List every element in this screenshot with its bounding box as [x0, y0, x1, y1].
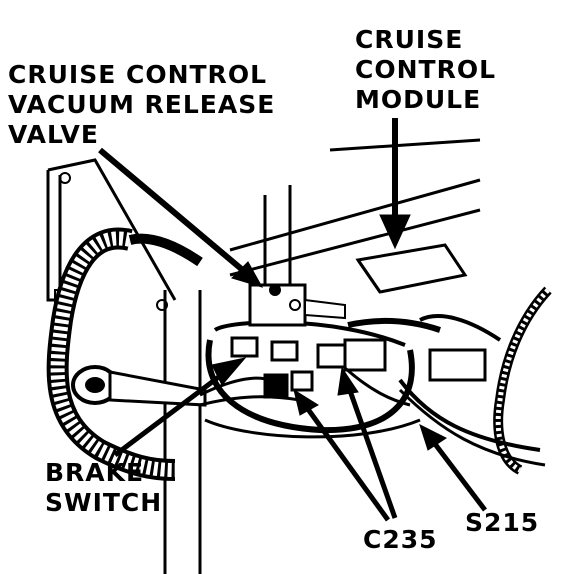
brake-label-line-1: BRAKE	[45, 458, 145, 487]
cruise-module-box	[355, 243, 468, 294]
s215-label-text: S215	[465, 508, 540, 537]
leader-arrows	[98, 118, 487, 522]
dash-structure	[46, 138, 481, 574]
c235-arrowhead-a	[293, 388, 319, 416]
connectors	[230, 336, 387, 399]
c235-arrow-b	[345, 384, 398, 519]
module-label-line-1: CRUISE	[355, 25, 464, 54]
c235-label: C235	[363, 525, 438, 555]
module-arrowhead	[379, 214, 411, 250]
brake-switch-label: BRAKE SWITCH	[45, 458, 162, 518]
valve-arrow	[98, 147, 247, 275]
s215-arrow	[430, 438, 487, 512]
vacuum-hose	[46, 227, 203, 481]
valve-label-line-3: VALVE	[8, 120, 99, 149]
module-label-line-3: MODULE	[355, 85, 482, 114]
c235-arrowhead-b	[337, 366, 359, 396]
c235-arrow-a	[302, 403, 391, 522]
s215-arrowhead	[419, 424, 447, 451]
brake-arrow	[113, 368, 230, 457]
brake-arrowhead	[211, 357, 247, 386]
c235-label-text: C235	[363, 525, 438, 554]
brake-switch-body	[71, 365, 207, 407]
wiring	[199, 366, 411, 407]
valve-label-line-2: VACUUM RELEASE	[8, 90, 276, 119]
valve-label-line-1: CRUISE CONTROL	[8, 60, 267, 89]
valve-arrowhead	[231, 261, 264, 288]
s215-label: S215	[465, 508, 539, 538]
vacuum-release-valve	[248, 283, 346, 327]
vacuum-release-valve-label: CRUISE CONTROL VACUUM RELEASE VALVE	[8, 60, 275, 150]
brake-label-line-2: SWITCH	[45, 488, 163, 517]
s215-harness	[347, 286, 552, 475]
control-module-label: CRUISE CONTROL MODULE	[355, 25, 496, 115]
module-label-line-2: CONTROL	[355, 55, 497, 84]
